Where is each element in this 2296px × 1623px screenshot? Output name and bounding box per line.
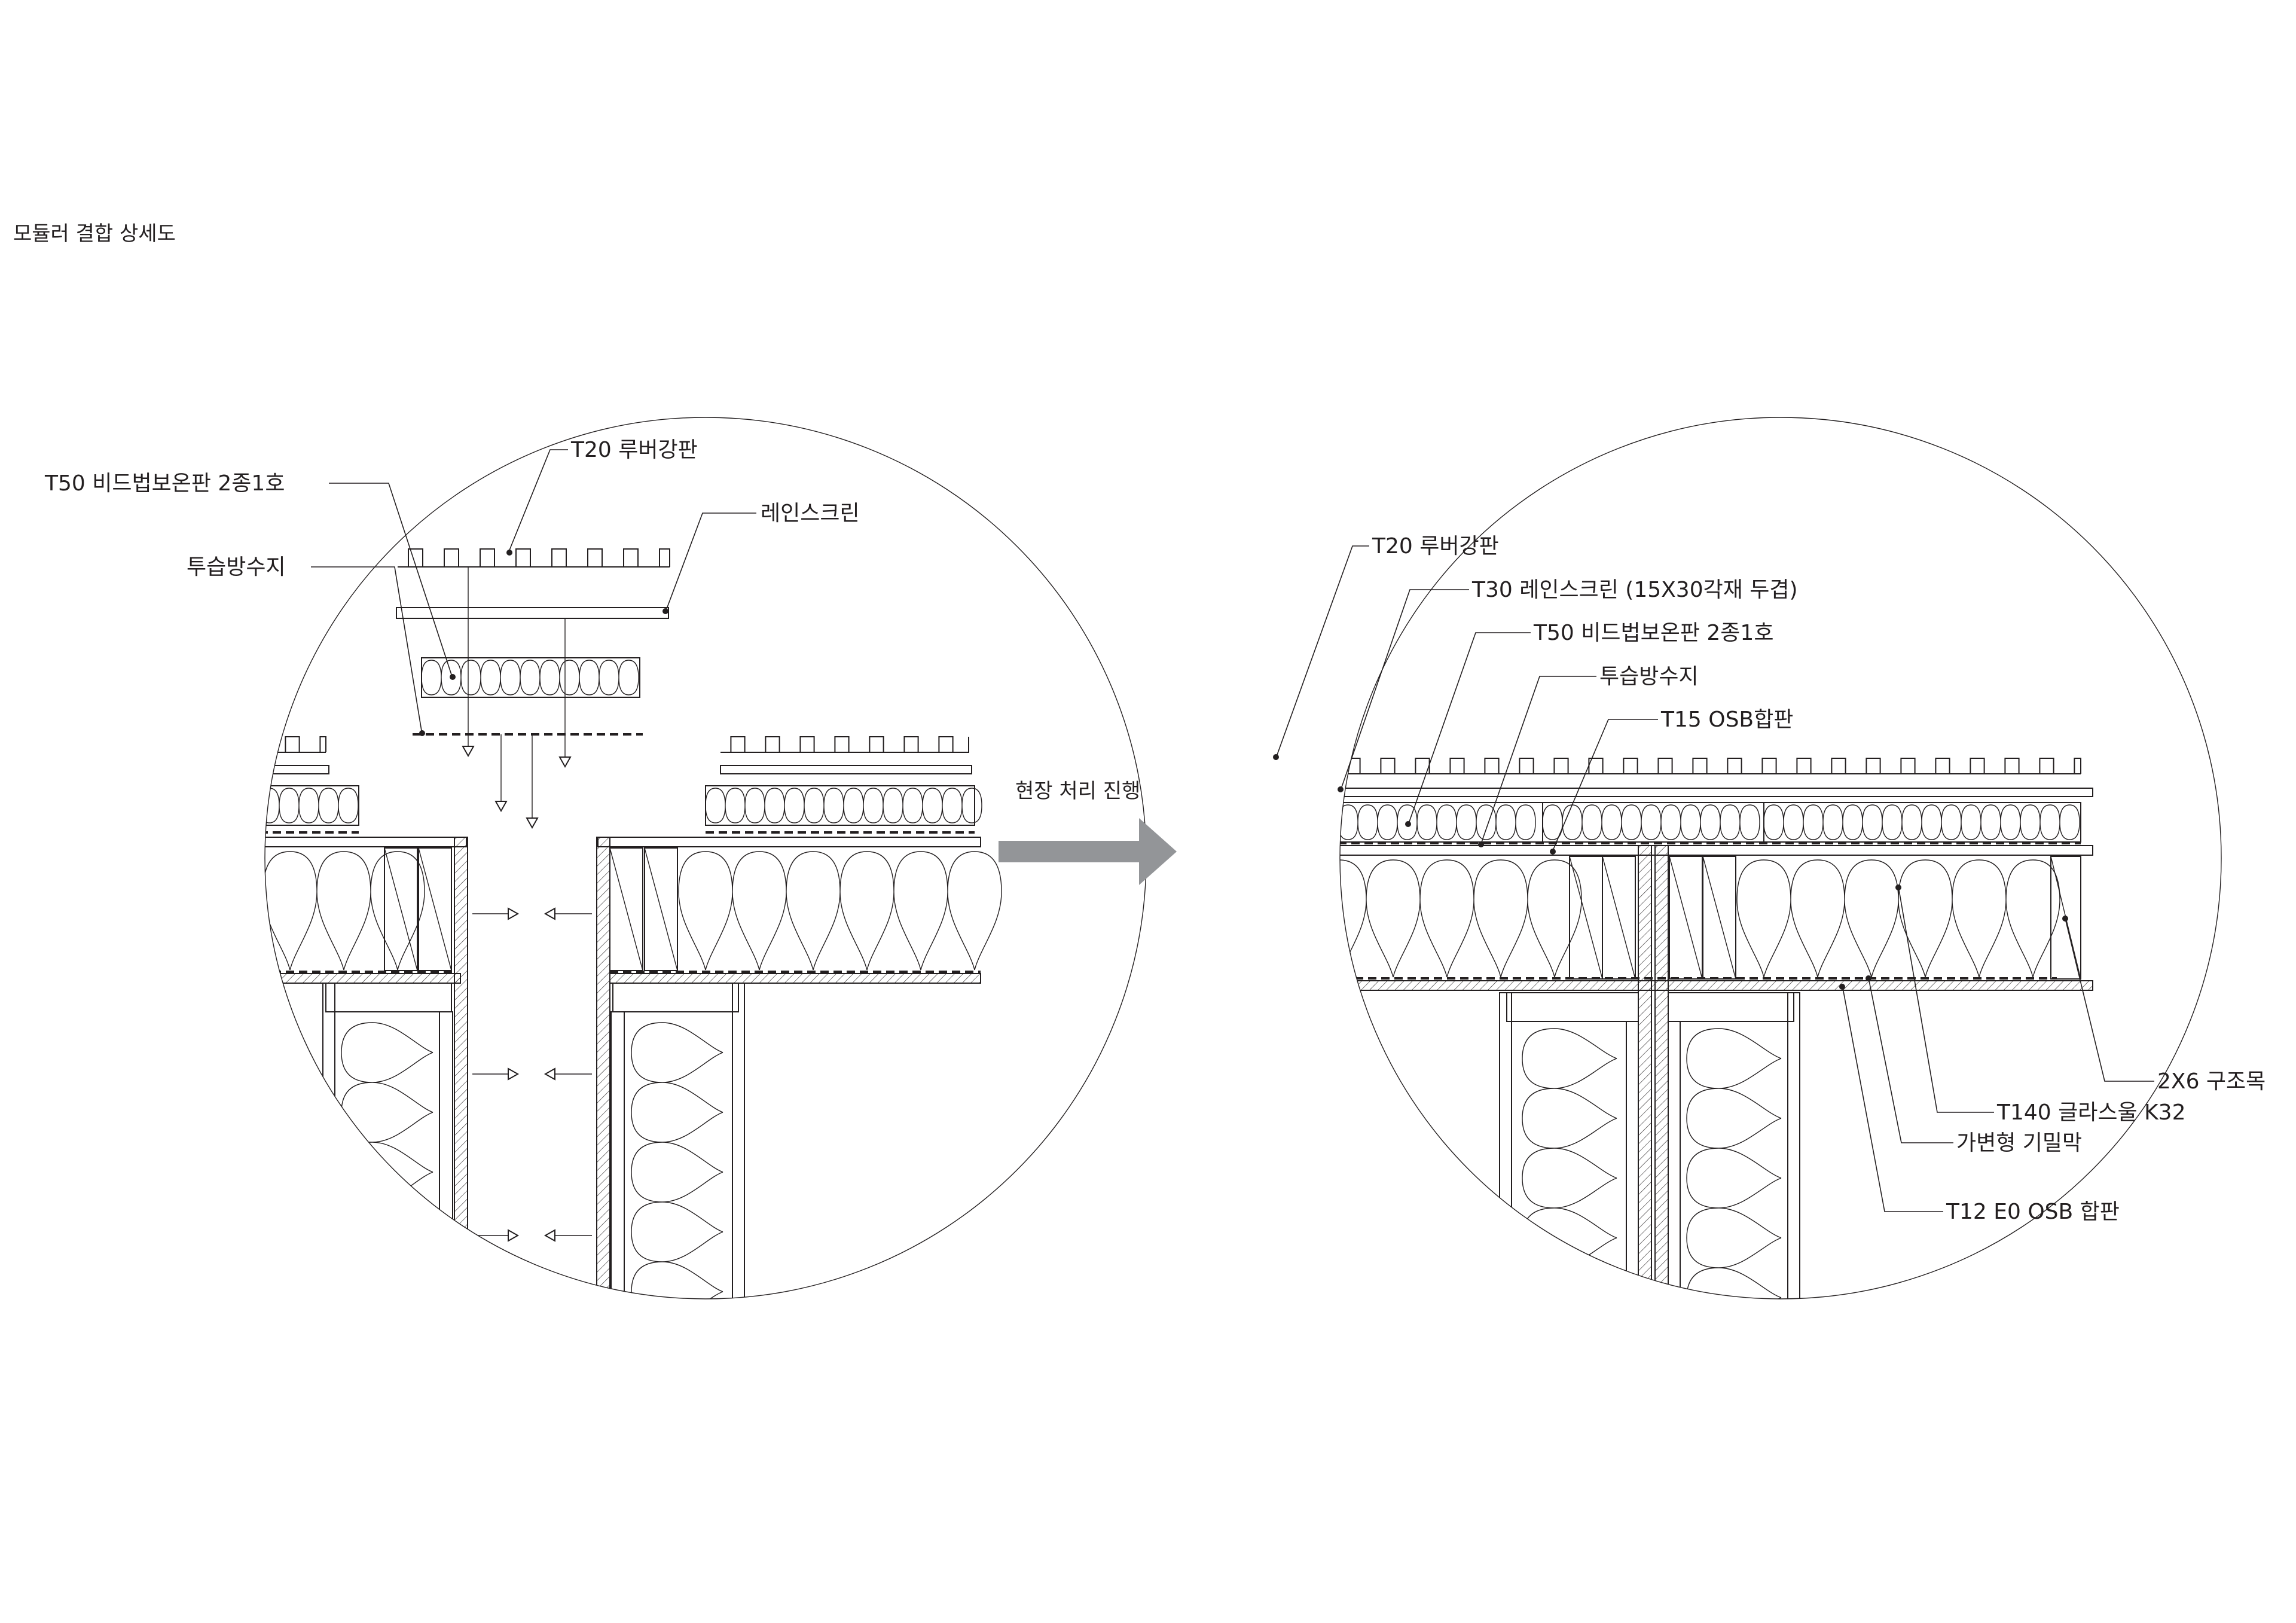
louver-steel-profile — [1340, 758, 2081, 774]
glass-wool-wall-pattern — [631, 1022, 723, 1299]
bead-foam-board — [265, 785, 359, 826]
rainscreen-batten — [1340, 788, 2093, 797]
right-label-glasswool: T140 글라스울 K32 — [1996, 1100, 2186, 1125]
drawing-title: 모듈러 결합 상세도 — [13, 222, 176, 246]
bead-foam-pattern — [1763, 804, 2080, 840]
right-label-rainscreen: T30 레인스크린 (15X30각재 두겹) — [1471, 578, 1798, 602]
osb-board — [597, 837, 981, 847]
left-detail-section — [265, 736, 1002, 1299]
wall-stud — [1787, 992, 1800, 1299]
bead-foam-board — [1542, 802, 1764, 843]
right-labels: T20 루버강판 T30 레인스크린 (15X30각재 두겹) T50 비드법보… — [1273, 534, 2266, 1224]
top-plate — [612, 983, 739, 1012]
top-plate — [1668, 992, 1794, 1022]
wall-osb-hatch — [1654, 845, 1669, 1299]
glass-wool-pattern — [678, 851, 1002, 971]
wall-stud — [322, 983, 335, 1299]
osb-board — [265, 837, 467, 847]
top-plate — [325, 983, 452, 1012]
glass-wool-wall-pattern — [1686, 1028, 1782, 1299]
wall-osb-hatch — [454, 837, 468, 1299]
bead-foam-pattern — [1542, 804, 1760, 840]
wall-stud — [610, 1011, 625, 1299]
wall-stud — [1499, 992, 1512, 1299]
bead-foam-pattern — [421, 660, 639, 695]
stud-2x6 — [644, 847, 678, 971]
wall-osb-hatch — [596, 837, 610, 1299]
glass-wool-pattern — [265, 851, 425, 971]
left-exploded-layers — [396, 548, 670, 829]
right-label-louver: T20 루버강판 — [1372, 534, 1499, 559]
rainscreen-batten — [720, 765, 972, 774]
bead-foam-pattern — [705, 788, 982, 823]
stud-2x6 — [384, 847, 418, 971]
bead-foam-pattern — [265, 788, 359, 823]
osb-ceiling — [609, 973, 981, 984]
bead-foam-board — [705, 785, 975, 826]
wall-stud — [1626, 1021, 1639, 1299]
glass-wool-wall-pattern — [341, 1022, 433, 1299]
wall-osb-hatch — [1638, 845, 1652, 1299]
wall-stud — [732, 983, 745, 1299]
left-labels: T20 루버강판 T50 비드법보온판 2종1호 레인스크린 투습방수지 — [44, 438, 860, 736]
bead-foam-board — [1340, 802, 1543, 843]
wall-stud — [1668, 1021, 1681, 1299]
glass-wool-wall-pattern — [1522, 1028, 1617, 1299]
right-detail-section — [1340, 758, 2093, 1299]
stud-2x6 — [1702, 856, 1736, 980]
process-arrow: 현장 처리 진행 — [999, 779, 1177, 885]
wall-stud — [439, 1011, 453, 1299]
process-arrow-label: 현장 처리 진행 — [1015, 779, 1140, 803]
right-label-vapor: 가변형 기밀막 — [1956, 1131, 2082, 1155]
rainscreen-floating — [396, 607, 669, 619]
right-detail-circle — [1339, 417, 2222, 1299]
bead-foam-pattern — [1340, 804, 1536, 840]
left-label-rainscreen: 레인스크린 — [761, 501, 860, 526]
glass-wool-pattern — [1736, 859, 2060, 978]
right-label-osb12: T12 E0 OSB 합판 — [1946, 1200, 2120, 1224]
right-label-bead: T50 비드법보온판 2종1호 — [1533, 621, 1773, 645]
right-label-stud: 2X6 구조목 — [2157, 1069, 2266, 1094]
left-label-bead: T50 비드법보온판 2종1호 — [44, 471, 285, 496]
louver-steel-profile — [398, 548, 670, 568]
louver-steel-profile — [720, 736, 969, 753]
left-label-louver: T20 루버강판 — [570, 438, 698, 462]
osb-ceiling — [265, 973, 461, 984]
top-plate — [1506, 992, 1639, 1022]
left-label-tyvek: 투습방수지 — [187, 555, 286, 579]
stud-2x6 — [2050, 856, 2081, 980]
osb-ceiling — [1340, 980, 2093, 991]
louver-steel-profile — [265, 736, 326, 753]
right-label-osb15: T15 OSB합판 — [1660, 707, 1793, 732]
right-label-tyvek: 투습방수지 — [1599, 664, 1699, 689]
glass-wool-pattern — [1340, 859, 1582, 978]
bead-foam-board — [1763, 802, 2081, 843]
rainscreen-batten — [265, 765, 329, 774]
